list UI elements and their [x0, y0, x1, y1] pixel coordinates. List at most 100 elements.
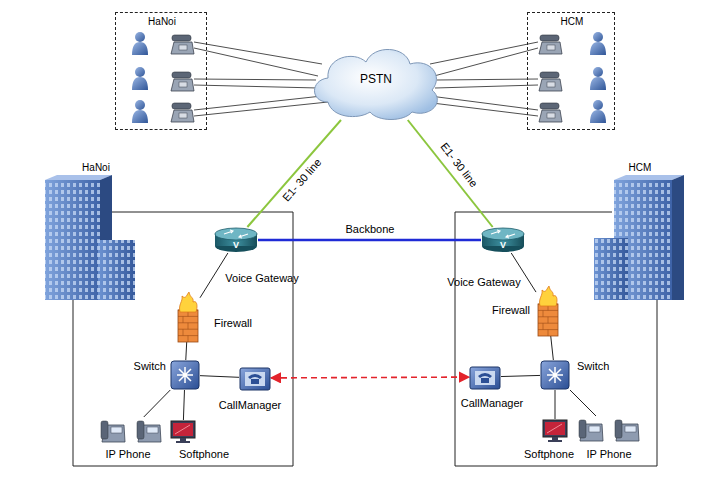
- stand-base: [548, 440, 562, 442]
- switch-shape: [540, 360, 570, 390]
- person-icon: [590, 100, 606, 123]
- switch-icon: Switch: [540, 360, 570, 390]
- device-label: Voice Gateway: [447, 276, 520, 289]
- brick-lines: [178, 310, 198, 342]
- lan-link: [185, 342, 187, 360]
- region-heading: HCM: [561, 16, 584, 28]
- monitor: [171, 421, 195, 438]
- device-label: Switch: [134, 360, 166, 373]
- handset: [248, 374, 262, 379]
- person-icon: [132, 67, 148, 90]
- wire: [430, 96, 538, 110]
- flame: [540, 286, 557, 306]
- wire: [194, 96, 322, 110]
- ip-phone-icon: IP Phone: [578, 416, 640, 442]
- person-icon: [590, 32, 606, 55]
- edge-label: Backbone: [344, 223, 397, 236]
- stand: [180, 438, 186, 441]
- region-heading: HaNoi: [82, 162, 110, 174]
- handset: [478, 373, 492, 378]
- region-box: HCM: [527, 12, 615, 130]
- wire: [437, 79, 538, 80]
- monitor: [543, 420, 567, 437]
- pstn-cloud: PSTN: [308, 40, 444, 120]
- phone-screen: [625, 426, 636, 432]
- e1-line: [408, 120, 493, 227]
- wire: [424, 102, 538, 116]
- router-mark: V: [500, 241, 506, 250]
- ip-phone-icon: IP Phone: [100, 417, 162, 443]
- phone-handset: [101, 421, 108, 439]
- brick-lines: [538, 304, 558, 336]
- firewall-shape: [536, 286, 560, 336]
- server-body: [470, 367, 500, 389]
- person-icon: [590, 67, 606, 90]
- phone-screen: [147, 427, 158, 433]
- switch-shape: [170, 360, 200, 390]
- server-face: [475, 371, 495, 385]
- wire: [194, 48, 318, 76]
- device-label: PSTN: [360, 73, 392, 87]
- lan-link: [570, 390, 596, 416]
- device-label: Switch: [577, 360, 609, 373]
- region-heading: HCM: [629, 162, 652, 174]
- router-arrows: [224, 230, 248, 238]
- stand: [552, 437, 558, 440]
- router-mark: V: [233, 241, 239, 250]
- lan-link: [200, 376, 239, 378]
- site-box: HaNoiVoice GatewayFirewallSwitchCallMana…: [73, 212, 293, 466]
- callmgr-shape: [239, 365, 271, 391]
- device-label: CallManager: [461, 397, 523, 410]
- lan-link: [144, 390, 171, 417]
- switch-body: [541, 361, 569, 389]
- lan-link: [501, 375, 540, 376]
- phone-handset: [579, 420, 586, 438]
- router-top: [482, 228, 524, 240]
- softphone-icon: Softphone: [542, 419, 568, 443]
- signaling-arrow: [271, 376, 469, 378]
- keypad: [481, 378, 489, 383]
- wire: [194, 85, 318, 88]
- phone-icon: [171, 72, 194, 91]
- firewall-icon: Firewall: [536, 286, 560, 336]
- keypad: [251, 379, 259, 384]
- lan-link: [551, 336, 554, 360]
- router-top: [215, 228, 257, 240]
- server-body: [240, 368, 270, 390]
- wire: [435, 85, 538, 88]
- site-box: HCMVoice GatewayFirewallSwitchCallManage…: [455, 212, 657, 466]
- edge-label: E1- 30 line: [437, 139, 482, 191]
- building-hcm: [594, 175, 684, 300]
- phone-icon: [539, 35, 562, 54]
- brick-wall: [178, 310, 198, 342]
- e1-line: [247, 120, 341, 227]
- device-label: CallManager: [219, 399, 281, 412]
- building-hanoi: [45, 175, 135, 300]
- screen-glare: [547, 424, 562, 433]
- wire: [194, 42, 322, 64]
- region-heading: HaNoi: [148, 16, 176, 28]
- lan-link: [183, 390, 184, 420]
- router-arrows: [491, 230, 515, 238]
- phone-screen: [111, 427, 122, 433]
- switch-body: [171, 361, 199, 389]
- soft-shape: [170, 420, 196, 444]
- wire: [194, 79, 316, 80]
- device-label: Firewall: [492, 304, 530, 317]
- wire: [434, 48, 538, 76]
- switch-arrows: [547, 367, 563, 383]
- server-face: [245, 372, 265, 386]
- phone-handset: [615, 420, 622, 438]
- switch-icon: Switch: [170, 360, 200, 390]
- screen: [173, 423, 193, 436]
- phone-icon: [171, 103, 194, 122]
- backbone-line: [258, 239, 481, 242]
- callmanager-icon: CallManager: [469, 364, 501, 390]
- edge-label: E1- 30 line: [279, 154, 326, 205]
- lan-link: [555, 390, 556, 419]
- brick-wall: [538, 304, 558, 336]
- wire: [430, 42, 538, 64]
- stand-base: [176, 441, 190, 443]
